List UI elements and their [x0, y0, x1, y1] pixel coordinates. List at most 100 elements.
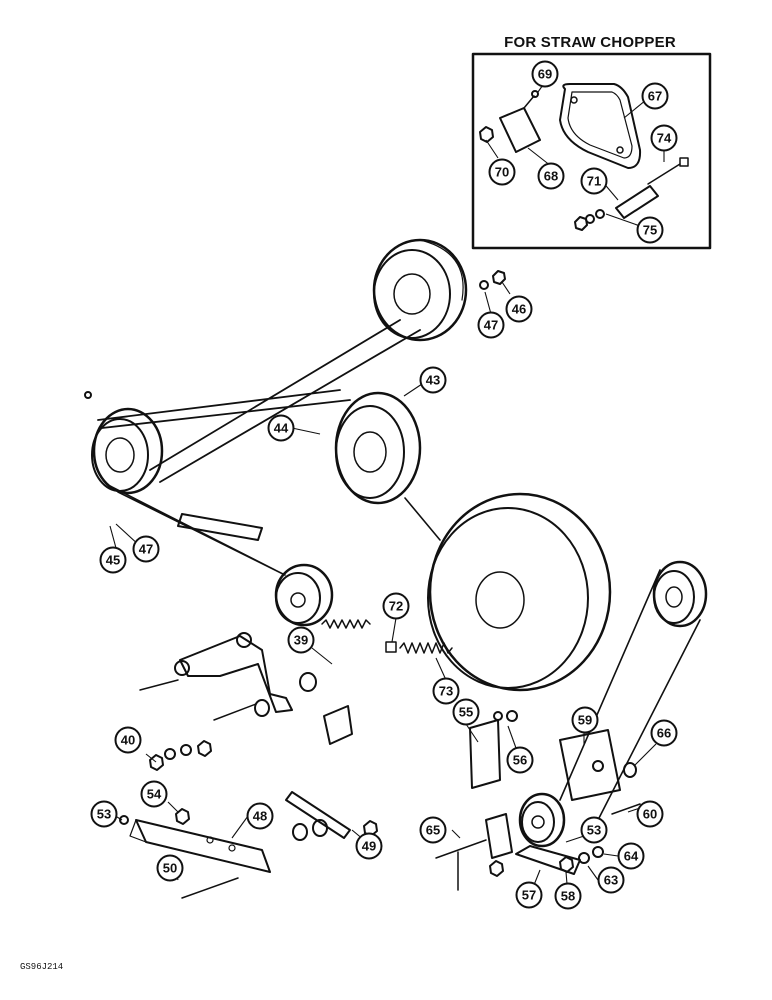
figure-code: GS96J214: [20, 962, 64, 972]
callout-c56: 56: [506, 746, 534, 774]
callout-c67: 67: [641, 82, 669, 110]
callout-number: 47: [484, 318, 498, 333]
callout-circle: [114, 726, 142, 754]
idler-bracket: [559, 729, 621, 801]
leader-line: [145, 753, 157, 763]
callout-number: 56: [513, 753, 527, 768]
callout-c40: 40: [114, 726, 142, 754]
callout-c72: 72: [382, 592, 410, 620]
middle-pulley-face: [335, 405, 405, 499]
callout-circle: [90, 800, 118, 828]
callout-circle: [419, 816, 447, 844]
callout-circle: [617, 842, 645, 870]
callout-number: 49: [362, 839, 376, 854]
long-bolt: [139, 679, 179, 691]
top-pulley-rim: [372, 238, 468, 342]
large-pulley-hub: [475, 571, 525, 629]
callout-circle: [505, 295, 533, 323]
spring-39: [321, 619, 371, 629]
callout-circle: [287, 626, 315, 654]
callout-number: 40: [121, 733, 135, 748]
callout-number: 58: [561, 889, 575, 904]
callout-c46: 46: [505, 295, 533, 323]
callout-c71: 71: [580, 167, 608, 195]
lower-idler-face: [521, 801, 555, 843]
callout-number: 53: [97, 807, 111, 822]
center-bracket: [323, 705, 353, 745]
leader-line: [587, 865, 599, 881]
spring-clip: [385, 641, 397, 653]
top-pulley-hub: [393, 273, 431, 315]
hex-nut: [197, 740, 212, 757]
callout-circle: [580, 816, 608, 844]
leader-line: [501, 281, 511, 295]
callout-number: 75: [643, 223, 657, 238]
support-bar: [135, 819, 271, 873]
callout-c64: 64: [617, 842, 645, 870]
callout-c54: 54: [140, 780, 168, 808]
long-bolt: [647, 163, 681, 185]
hex-nut: [479, 126, 494, 143]
right-pulley-hub: [665, 586, 683, 608]
callout-circle: [382, 592, 410, 620]
left-pulley-rim: [92, 407, 164, 495]
leader-line: [109, 525, 117, 549]
right-pulley-face: [653, 570, 695, 624]
callout-circle: [571, 706, 599, 734]
callout-c43: 43: [419, 366, 447, 394]
callout-circle: [650, 719, 678, 747]
callout-c44: 44: [267, 414, 295, 442]
callout-circle: [580, 167, 608, 195]
leader-line: [633, 743, 657, 767]
callout-number: 44: [274, 421, 289, 436]
callout-c55: 55: [452, 698, 480, 726]
spring-73: [399, 642, 453, 654]
washer: [592, 846, 604, 858]
callout-number: 64: [624, 849, 639, 864]
callout-c53b: 53: [580, 816, 608, 844]
callout-number: 59: [578, 713, 592, 728]
arm-pivot: [174, 660, 190, 676]
tensioner-plate: [469, 719, 501, 789]
callout-number: 39: [294, 633, 308, 648]
leader-line: [391, 617, 397, 643]
mount-block: [485, 813, 513, 859]
leader-line: [485, 139, 499, 159]
upper-belt: [97, 319, 421, 483]
callout-c63: 63: [597, 866, 625, 894]
top-pulley-groove: [419, 239, 464, 301]
callout-number: 67: [648, 89, 662, 104]
callout-c47b: 47: [132, 535, 160, 563]
washer: [479, 280, 489, 290]
callout-circle: [636, 216, 664, 244]
callout-c60: 60: [636, 800, 664, 828]
bushing: [312, 819, 328, 837]
straw-chopper-inset-box: [471, 52, 712, 250]
callout-number: 57: [522, 888, 536, 903]
callout-number: 47: [139, 542, 153, 557]
washer: [180, 744, 192, 756]
idler-pulley-face: [275, 572, 321, 624]
callout-number: 43: [426, 373, 440, 388]
bolt-head: [531, 90, 539, 98]
callout-number: 48: [253, 809, 267, 824]
hex-nut: [489, 860, 504, 877]
hex-nut: [175, 808, 190, 825]
inset-title: FOR STRAW CHOPPER: [504, 34, 676, 51]
large-pulley-face: [427, 507, 589, 689]
callout-c59: 59: [571, 706, 599, 734]
callout-circle: [597, 866, 625, 894]
callout-circle: [432, 677, 460, 705]
callout-circle: [132, 535, 160, 563]
callout-number: 74: [657, 131, 672, 146]
callout-number: 45: [106, 553, 120, 568]
lower-idler-hub: [531, 815, 545, 829]
callout-circle: [267, 414, 295, 442]
callout-number: 68: [544, 169, 558, 184]
leader-line: [403, 383, 423, 397]
right-belt: [559, 569, 701, 821]
threaded-rod: [213, 703, 257, 721]
bar-hole: [206, 836, 214, 844]
